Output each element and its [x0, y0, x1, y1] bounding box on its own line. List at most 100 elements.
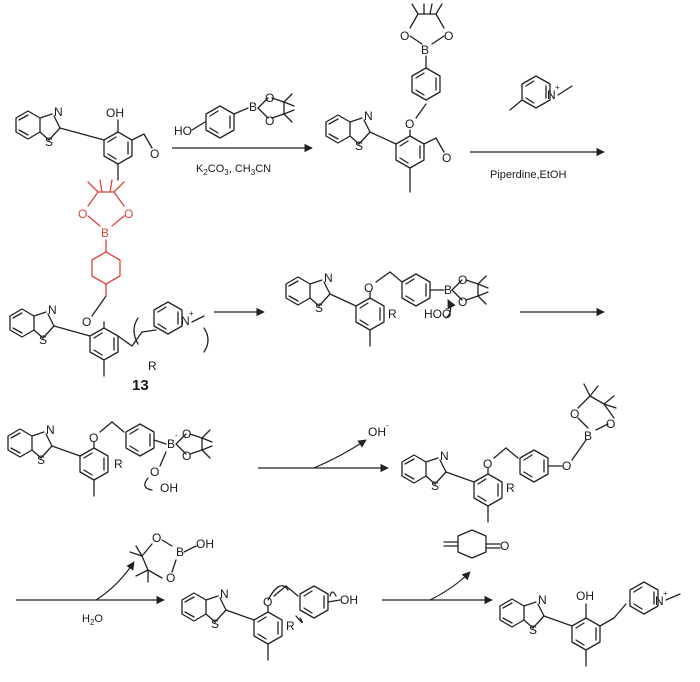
cond-step1-cn: CN	[255, 163, 271, 175]
atom-N-5: N	[440, 449, 449, 463]
atom-S: S	[45, 135, 53, 149]
atom-Nplus-reagent: N	[547, 88, 556, 102]
atom-B-reagent: B	[249, 100, 257, 114]
atom-O-ald-1: O	[150, 147, 159, 161]
atom-S-3: S	[315, 301, 323, 315]
arrow-step-6: H2O	[16, 561, 165, 627]
atom-O-13-a: O	[78, 207, 87, 221]
byproduct-hydroxide: OH	[368, 425, 386, 439]
atom-O-b3-1: O	[458, 273, 467, 287]
atom-S-7: S	[529, 623, 537, 637]
compound-product-pyridinium-phenol: N S OH N +	[499, 581, 681, 667]
byproduct-quinone-methide: O	[443, 529, 509, 559]
atom-N-4: N	[46, 423, 55, 437]
atom-O-13: O	[82, 315, 91, 329]
atom-S-6: S	[211, 617, 219, 631]
atom-B-13: B	[101, 226, 109, 240]
atom-O-b5-2: O	[606, 417, 615, 431]
compound-salicylaldehyde: N S OH O	[15, 105, 159, 181]
atom-R-6: R	[286, 619, 295, 633]
atom-S-5: S	[431, 479, 439, 493]
atom-N-7: N	[538, 593, 547, 607]
cond-step6-sub: 2	[90, 618, 95, 627]
compound-boronate-ate-complex: N S O B - O O O OH R	[7, 421, 213, 497]
atom-B-5: B	[584, 429, 592, 443]
cond-step2: Piperdine,EtOH	[490, 169, 566, 181]
atom-O-reagent-2: O	[265, 114, 274, 128]
atom-O-b4-1: O	[182, 427, 191, 441]
cond-step1-co: CO	[208, 163, 225, 175]
cond-step6-o: O	[94, 613, 103, 625]
compound-boronate-ether-aldehyde: N S O B O O O	[325, 3, 453, 193]
atom-O-qm: O	[500, 539, 509, 553]
cond-step1-sub1: 2	[203, 168, 208, 177]
compound-aryl-borate: N S O O B O O R	[401, 383, 617, 523]
charge-minus-b4: -	[175, 431, 178, 440]
atom-R-4: R	[114, 457, 123, 471]
atom-O-ald-2: O	[442, 151, 451, 165]
cond-step1-ch: , CH	[229, 163, 251, 175]
atom-O-ether-6: O	[263, 595, 272, 609]
charge-minus-hoo: -	[445, 304, 448, 313]
atom-B-3: B	[444, 283, 452, 297]
atom-OH-6: OH	[340, 593, 358, 607]
charge-plus-7: +	[663, 589, 668, 598]
atom-OH-4: OH	[160, 481, 178, 495]
atom-O-pbh-2: O	[166, 571, 175, 585]
atom-OH-7: OH	[576, 589, 594, 603]
atom-N-2: N	[364, 109, 373, 123]
atom-O-b2-1: O	[400, 29, 409, 43]
atom-O-pbh-1: O	[152, 531, 161, 545]
atom-O-13-b: O	[124, 207, 133, 221]
compound-13: N S O B O O N + R 13	[9, 179, 209, 394]
atom-R-3: R	[388, 307, 397, 321]
atom-R-13: R	[148, 359, 157, 373]
atom-Nplus-7: N	[655, 594, 664, 608]
atom-O-ether-3: O	[364, 281, 373, 295]
atom-B-4: B	[167, 437, 175, 451]
atom-Nplus-13: N	[181, 314, 190, 328]
atom-OH-1: OH	[106, 106, 124, 120]
charge-minus-oh: -	[386, 421, 389, 430]
atom-O-aryl-5: O	[562, 459, 571, 473]
atom-N-3: N	[324, 271, 333, 285]
atom-O-ether-5: O	[483, 457, 492, 471]
charge-plus-13: +	[189, 309, 194, 318]
atom-O-b2-2: O	[444, 29, 453, 43]
svg-text:H2O: H2O	[82, 613, 103, 627]
cond-step1-k: K	[196, 163, 204, 175]
atom-S-4: S	[37, 453, 45, 467]
atom-N-6: N	[220, 587, 229, 601]
atom-O-b3-2: O	[458, 295, 467, 309]
arrow-step-7	[382, 571, 493, 605]
atom-B-pbh: B	[176, 545, 184, 559]
atom-O-ether-4: O	[89, 431, 98, 445]
arrow-step-5: OH -	[258, 421, 389, 473]
atom-N-13: N	[48, 303, 57, 317]
compound-phenol-intermediate: N S O OH R	[181, 585, 358, 661]
compound-peroxide-attack: N S O B O O HOO - R	[285, 271, 489, 347]
atom-O-b4-2: O	[182, 449, 191, 463]
atom-HO: HO	[174, 124, 192, 138]
atom-HOO: HOO	[424, 307, 451, 321]
atom-O-b5-1: O	[570, 407, 579, 421]
cond-step1-sub3: 3	[251, 168, 256, 177]
atom-O-b4-3: O	[150, 465, 159, 479]
atom-N: N	[54, 105, 63, 119]
atom-OH-pbh: OH	[196, 537, 214, 551]
byproduct-pinacol-boronic-acid: B OH O O	[129, 531, 214, 585]
arrow-step-1: K2CO3, CH3CN	[172, 143, 313, 177]
compound-label-13: 13	[132, 377, 149, 394]
arrow-step-2: Piperdine,EtOH	[470, 147, 605, 181]
cond-step1-sub2: 3	[224, 168, 229, 177]
atom-O-reagent-1: O	[265, 91, 274, 105]
reagent-methylpyridinium: N +	[509, 75, 573, 111]
charge-plus-reagent: +	[555, 83, 560, 92]
atom-S-2: S	[355, 139, 363, 153]
atom-S-13: S	[39, 333, 47, 347]
atom-B-2: B	[421, 43, 429, 57]
reagent-boronate-benzyl-alcohol: HO B O O	[174, 91, 295, 139]
svg-text:K2CO3, CH3CN: K2CO3, CH3CN	[196, 163, 271, 177]
atom-R-5: R	[506, 481, 515, 495]
